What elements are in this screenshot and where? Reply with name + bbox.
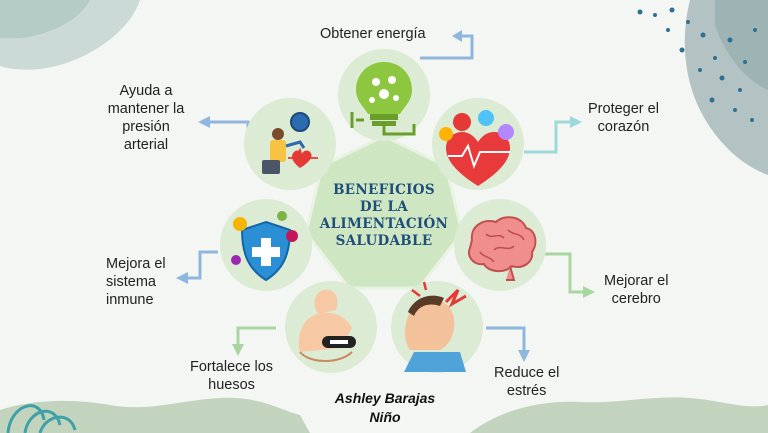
label-pressure-line-4: arterial [123, 137, 169, 153]
heart-health-icon [439, 110, 514, 186]
label-bones-line-2: huesos [208, 377, 255, 393]
label-brain: Mejorar el cerebro [604, 272, 668, 308]
connector-arrows [176, 30, 595, 362]
label-heart-line-2: corazón [597, 119, 650, 135]
author-name: Ashley Barajas Niño [300, 389, 470, 427]
label-heart: Proteger el corazón [588, 100, 659, 136]
diagram-title: BENEFICIOS DE LA ALIMENTACIÓN SALUDABLE [318, 182, 450, 250]
lightbulb-icon [350, 62, 416, 136]
title-line-3: ALIMENTACIÓN [319, 216, 449, 232]
label-immune: Mejora el sistema inmune [106, 255, 166, 309]
accent-dots [637, 7, 757, 122]
label-pressure-line-1: Ayuda a [119, 83, 173, 99]
label-pressure-line-3: presión [122, 119, 170, 135]
label-pressure: Ayuda a mantener la presión arterial [98, 82, 194, 154]
label-immune-line-2: sistema [106, 274, 156, 290]
label-stress: Reduce el estrés [494, 364, 559, 400]
label-stress-line-2: estrés [506, 383, 547, 399]
label-energy: Obtener energía [320, 26, 426, 42]
label-brain-line-2: cerebro [611, 291, 661, 307]
label-bones-line-1: Fortalece los [190, 359, 274, 375]
stress-headache-icon [404, 281, 467, 372]
author-line-2: Niño [369, 409, 401, 425]
immune-shield-icon [231, 211, 298, 282]
label-heart-line-1: Proteger el [588, 101, 659, 117]
label-brain-line-1: Mejorar el [604, 273, 669, 289]
label-pressure-line-2: mantener la [107, 101, 185, 117]
label-bones: Fortalece los huesos [190, 358, 273, 394]
title-line-4: SALUDABLE [335, 233, 433, 249]
blood-pressure-icon [262, 112, 318, 174]
label-immune-line-3: inmune [106, 292, 154, 308]
title-line-2: DE LA [359, 199, 409, 215]
label-immune-line-1: Mejora el [106, 256, 166, 272]
label-stress-line-1: Reduce el [494, 365, 560, 381]
strong-arm-icon [298, 289, 356, 362]
author-line-1: Ashley Barajas [334, 390, 436, 406]
brain-icon [468, 216, 537, 281]
title-line-1: BENEFICIOS [333, 182, 435, 198]
